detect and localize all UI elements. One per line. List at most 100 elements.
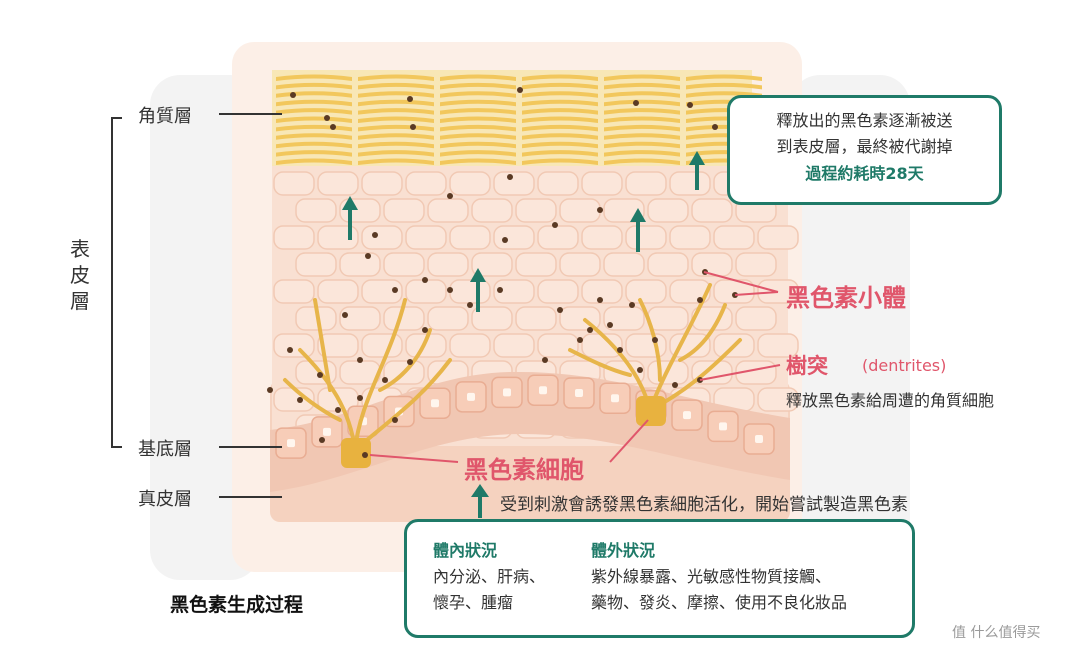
internal-line-2: 懷孕、腫瘤 bbox=[433, 590, 545, 616]
keratinocyte-cell bbox=[384, 253, 424, 276]
melanin-dot bbox=[697, 297, 703, 303]
basal-cell bbox=[744, 424, 774, 454]
melanin-dot bbox=[577, 337, 583, 343]
melanin-dot bbox=[497, 287, 503, 293]
melanin-dot bbox=[297, 397, 303, 403]
keratinocyte-cell bbox=[450, 226, 490, 249]
melanin-dot bbox=[597, 297, 603, 303]
keratinocyte-cell bbox=[604, 253, 644, 276]
keratinocyte-cell bbox=[516, 307, 556, 330]
basal-cell bbox=[528, 375, 558, 405]
internal-conditions: 體內狀況 內分泌、肝病、 懷孕、腫瘤 bbox=[433, 538, 545, 616]
melanin-dot bbox=[617, 347, 623, 353]
keratinocyte-cell bbox=[318, 172, 358, 195]
dendrite-label: 樹突 bbox=[786, 350, 828, 380]
basal-layer-label: 基底層 bbox=[138, 435, 192, 461]
keratinocyte-cell bbox=[626, 334, 666, 357]
dendrite-en-label: (dentrites) bbox=[862, 356, 946, 375]
external-conditions: 體外狀況 紫外線暴露、光敏感性物質接觸、 藥物、發炎、摩擦、使用不良化妝品 bbox=[591, 538, 847, 616]
keratinocyte-cell bbox=[736, 307, 776, 330]
melanin-dot bbox=[335, 407, 341, 413]
melanin-dot bbox=[607, 322, 613, 328]
keratinocyte-cell bbox=[274, 280, 314, 303]
metabolism-callout: 釋放出的黑色素逐漸被送 到表皮層，最終被代謝掉 過程約耗時28天 bbox=[727, 95, 1002, 205]
keratinocyte-cell bbox=[340, 199, 380, 222]
keratinocyte-cell bbox=[516, 253, 556, 276]
melanin-dot bbox=[502, 237, 508, 243]
melanin-dot bbox=[507, 174, 513, 180]
melanin-dot bbox=[552, 222, 558, 228]
melanin-dot bbox=[342, 312, 348, 318]
keratinocyte-cell bbox=[274, 334, 314, 357]
keratinocyte-cell bbox=[428, 307, 468, 330]
melanin-dot bbox=[712, 124, 718, 130]
keratinocyte-cell bbox=[494, 172, 534, 195]
keratinocyte-cell bbox=[362, 172, 402, 195]
keratinocyte-cell bbox=[318, 280, 358, 303]
melanin-dot bbox=[392, 417, 398, 423]
keratinocyte-cell bbox=[384, 199, 424, 222]
keratinocyte-cell bbox=[494, 334, 534, 357]
melanin-dot bbox=[422, 327, 428, 333]
melanin-dot bbox=[362, 452, 368, 458]
melanin-dot bbox=[324, 115, 330, 121]
keratinocyte-cell bbox=[406, 280, 446, 303]
melanin-dot bbox=[447, 193, 453, 199]
melanin-dot bbox=[637, 367, 643, 373]
melanin-dot bbox=[467, 302, 473, 308]
melanin-dot bbox=[597, 207, 603, 213]
keratinocyte-cell bbox=[736, 253, 776, 276]
melanin-dot bbox=[410, 124, 416, 130]
melanin-dot bbox=[319, 437, 325, 443]
dermis-label: 真皮層 bbox=[138, 485, 192, 511]
keratinocyte-cell bbox=[428, 199, 468, 222]
callout-line-1: 釋放出的黑色素逐漸被送 bbox=[730, 108, 999, 134]
keratinocyte-cell bbox=[274, 172, 314, 195]
keratinocyte-cell bbox=[296, 199, 336, 222]
melanocyte-body-right bbox=[636, 396, 666, 426]
keratinocyte-cell bbox=[516, 199, 556, 222]
melanin-dot bbox=[407, 359, 413, 365]
keratinocyte-cell bbox=[450, 280, 490, 303]
melanin-dot bbox=[447, 287, 453, 293]
epidermis-label: 表 皮 層 bbox=[68, 236, 92, 314]
keratinocyte-cell bbox=[450, 172, 490, 195]
melanin-dot bbox=[317, 372, 323, 378]
melanosome-label: 黑色素小體 bbox=[786, 278, 906, 313]
melanin-dot bbox=[652, 337, 658, 343]
keratinocyte-cell bbox=[758, 226, 798, 249]
melanin-dot bbox=[587, 327, 593, 333]
melanin-dot bbox=[517, 87, 523, 93]
keratinocyte-cell bbox=[670, 226, 710, 249]
internal-line-1: 內分泌、肝病、 bbox=[433, 564, 545, 590]
epidermis-bracket bbox=[112, 118, 122, 447]
keratinocyte-cell bbox=[582, 226, 622, 249]
basal-cell bbox=[708, 411, 738, 441]
melanin-dot bbox=[357, 395, 363, 401]
keratinocyte-cell bbox=[538, 226, 578, 249]
activation-description: 受到刺激會誘發黑色素細胞活化，開始嘗試製造黑色素 bbox=[500, 490, 908, 515]
keratinocyte-cell bbox=[274, 226, 314, 249]
melanin-dot bbox=[633, 100, 639, 106]
keratinocyte-cell bbox=[494, 226, 534, 249]
melanin-dot bbox=[687, 102, 693, 108]
internal-title: 體內狀況 bbox=[433, 538, 545, 564]
keratinocyte-cell bbox=[582, 172, 622, 195]
keratinocyte-cell bbox=[560, 199, 600, 222]
keratinocyte-cell bbox=[538, 172, 578, 195]
keratinocyte-cell bbox=[626, 226, 666, 249]
keratinocyte-cell bbox=[406, 172, 446, 195]
basal-cell bbox=[564, 378, 594, 408]
external-line-2: 藥物、發炎、摩擦、使用不良化妝品 bbox=[591, 590, 847, 616]
figure-caption: 黑色素生成过程 bbox=[170, 590, 303, 617]
keratinocyte-cell bbox=[362, 334, 402, 357]
melanin-dot bbox=[392, 287, 398, 293]
keratinocyte-cell bbox=[296, 253, 336, 276]
keratinocyte-cell bbox=[648, 199, 688, 222]
keratinocyte-cell bbox=[340, 253, 380, 276]
keratinocyte-cell bbox=[692, 199, 732, 222]
melanin-dot bbox=[422, 277, 428, 283]
melanin-dot bbox=[407, 96, 413, 102]
keratinocyte-cell bbox=[648, 253, 688, 276]
watermark: 值 什么值得买 bbox=[952, 622, 1040, 642]
